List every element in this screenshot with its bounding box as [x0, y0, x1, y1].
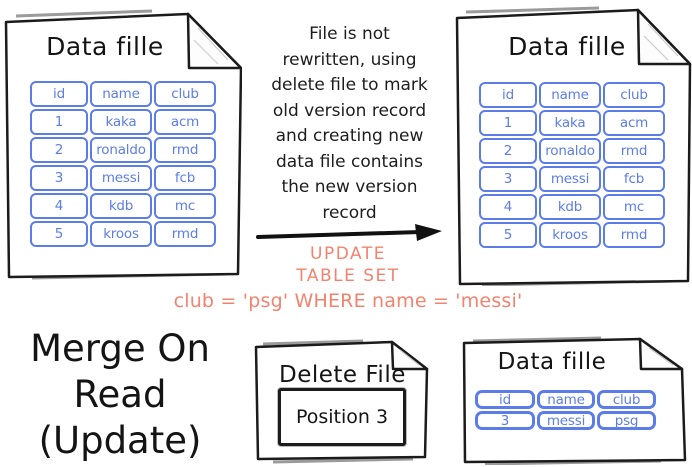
page-title-line: Read: [73, 373, 167, 416]
table-cell: fcb: [603, 166, 665, 192]
sql-statement: UPDATE TABLE SET club = 'psg' WHERE name…: [168, 243, 528, 313]
explanation-line: rewritten, using: [282, 49, 417, 70]
explanation-line: and creating new: [275, 126, 424, 146]
table-header-cell: name: [90, 81, 152, 107]
document-outline: [4, 9, 242, 280]
folded-corner-icon: [186, 12, 242, 70]
table-cell: 5: [30, 221, 88, 247]
folded-corner-icon: [636, 8, 692, 66]
explanation-line: delete file to mark: [271, 75, 428, 95]
table-cell: messi: [539, 166, 601, 192]
sql-line: TABLE SET: [296, 266, 400, 286]
data-file-document-before: Data fille id name club 1 kaka acm 2 ron…: [2, 6, 242, 280]
table-cell: 1: [479, 110, 537, 136]
table-cell: mc: [603, 194, 665, 220]
table-cell: 3: [479, 166, 537, 192]
document-title: Data fille: [46, 32, 164, 61]
document-title: Data fille: [497, 349, 607, 375]
delete-entry-box: Position 3: [278, 388, 406, 446]
document-title: Delete File: [279, 362, 406, 388]
data-file-table: id name club 1 kaka acm 2 ronaldo rmd 3 …: [479, 82, 665, 248]
table-header-cell: name: [539, 82, 601, 108]
table-cell: ronaldo: [90, 137, 152, 163]
table-cell: rmd: [603, 222, 665, 248]
document-outline: [455, 6, 692, 286]
table-header-cell: club: [603, 82, 665, 108]
table-cell: 5: [479, 222, 537, 248]
arrow-right-icon: [256, 224, 442, 241]
explanation-line: the new version: [281, 177, 418, 197]
page-title: Merge On Read (Update): [2, 326, 238, 464]
table-header-cell: id: [475, 390, 535, 409]
table-cell: kroos: [539, 222, 601, 248]
table-cell: ronaldo: [539, 138, 601, 164]
table-cell: fcb: [154, 165, 216, 191]
explanation-line: data file contains: [276, 151, 423, 172]
new-data-file-document: Data fille id name club 3 messi psg: [461, 336, 690, 465]
table-cell: rmd: [154, 137, 216, 163]
page-title-line: Merge On: [30, 327, 210, 370]
table-header-cell: id: [30, 81, 88, 107]
sql-line: club = 'psg' WHERE name = 'messi': [173, 290, 523, 312]
folded-corner-icon: [638, 337, 684, 371]
sql-line: UPDATE: [310, 244, 386, 264]
table-cell: rmd: [603, 138, 665, 164]
table-header-cell: club: [154, 81, 216, 107]
table-cell: rmd: [154, 221, 216, 247]
table-cell: kroos: [90, 221, 152, 247]
delete-entry: Position 3: [295, 406, 389, 428]
table-header-cell: id: [479, 82, 537, 108]
table-header-cell: club: [597, 390, 656, 409]
table-header-cell: name: [537, 390, 595, 409]
table-cell: acm: [603, 110, 665, 136]
table-cell: acm: [154, 109, 216, 135]
explanation-text: File is not rewritten, using delete file…: [242, 22, 457, 226]
table-cell: 2: [30, 137, 88, 163]
explanation-line: old version record: [272, 100, 427, 121]
page-title-line: (Update): [38, 419, 202, 462]
data-file-table: id name club 1 kaka acm 2 ronaldo rmd 3 …: [30, 81, 216, 247]
new-data-file-table: id name club 3 messi psg: [475, 390, 656, 430]
document-title: Data fille: [508, 32, 626, 61]
table-cell: kaka: [90, 109, 152, 135]
delete-file-document: Delete File Position 3: [253, 338, 431, 464]
table-cell: kdb: [90, 193, 152, 219]
table-cell: 4: [30, 193, 88, 219]
explanation-line: record: [322, 202, 377, 223]
data-file-document-after: Data fille id name club 1 kaka acm 2 ron…: [454, 4, 692, 286]
table-cell: 1: [30, 109, 88, 135]
explanation-line: File is not: [309, 24, 390, 44]
table-cell: 4: [479, 194, 537, 220]
table-cell: 3: [30, 165, 88, 191]
table-cell: psg: [597, 411, 656, 430]
table-cell: kdb: [539, 194, 601, 220]
table-cell: 3: [475, 411, 535, 430]
folded-corner-icon: [390, 340, 429, 371]
table-cell: 2: [479, 138, 537, 164]
table-cell: messi: [90, 165, 152, 191]
table-cell: kaka: [539, 110, 601, 136]
document-outline: [462, 336, 687, 465]
table-cell: mc: [154, 193, 216, 219]
table-cell: messi: [537, 411, 595, 430]
